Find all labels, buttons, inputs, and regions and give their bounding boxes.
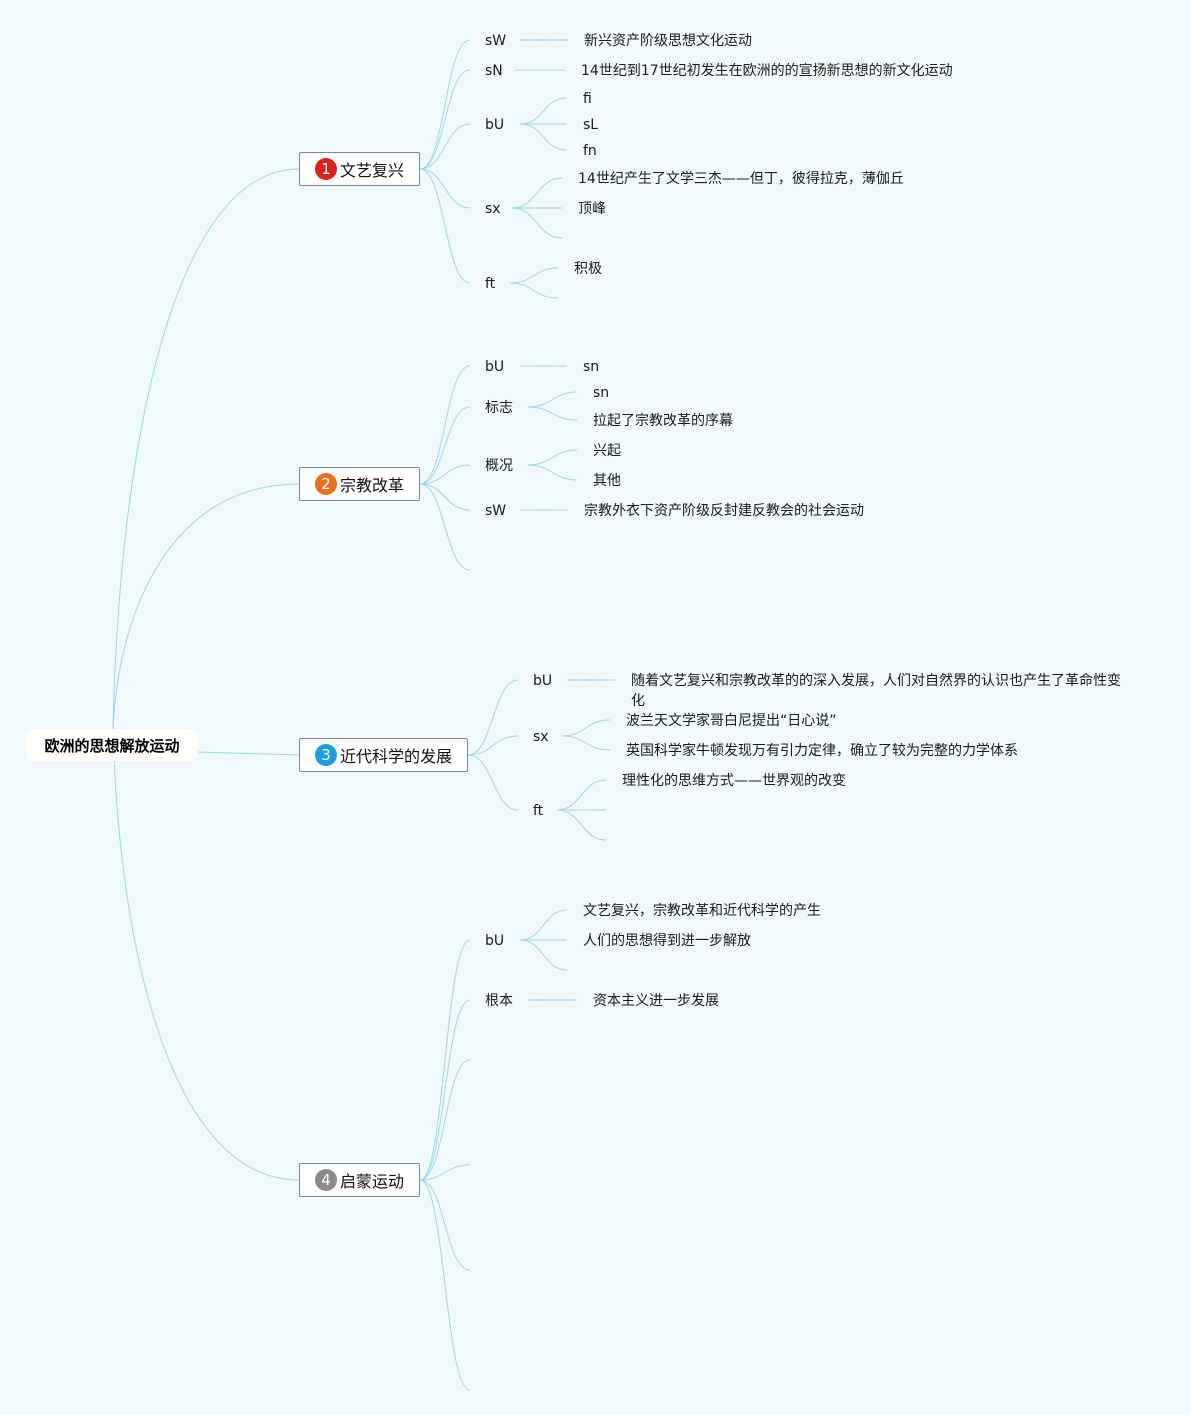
edge-topic2-sub3 [419, 464, 471, 485]
root-node[interactable]: 欧洲的思想解放运动 [26, 729, 198, 761]
leaf-node[interactable]: 新兴资产阶级思想文化运动 [584, 33, 752, 49]
leaf-node[interactable]: sn [593, 385, 610, 401]
root-label: 欧洲的思想解放运动 [44, 736, 180, 755]
subtopic-node[interactable]: ft [533, 803, 544, 819]
subtopic-node[interactable]: bU [485, 117, 505, 133]
topic-label: 启蒙运动 [340, 1172, 405, 1191]
leaf-node[interactable]: 人们的思想得到进一步解放 [583, 933, 751, 949]
edge-topic2-sub5 [419, 483, 471, 571]
leaf-node[interactable]: 资本主义进一步发展 [593, 993, 719, 1009]
subtopic-node[interactable]: bU [533, 673, 553, 689]
leaf-node[interactable]: 14世纪到17世纪初发生在欧洲的的宣扬新思想的新文化运动 [581, 63, 953, 79]
edge-root-topic-4 [112, 728, 300, 1181]
edge-topic3-sub3 [467, 754, 519, 811]
subtopic-node[interactable]: bU [485, 359, 505, 375]
edge-root-topic-1 [112, 168, 300, 730]
edge-topic3-sub3-leaf1 [556, 779, 607, 811]
edge-topic4-sub3 [419, 1059, 471, 1181]
subtopic-node[interactable]: sx [485, 201, 501, 217]
leaf-node[interactable]: 积极 [574, 261, 602, 277]
edge-topic1-sub4-leaf1 [511, 177, 563, 209]
edge-topic2-sub2-leaf1 [527, 391, 578, 408]
leaf-node[interactable]: 顶峰 [578, 201, 606, 217]
edge-topic1-sub5 [419, 168, 471, 284]
edge-topic2-sub4 [419, 483, 471, 511]
leaf-node[interactable]: 其他 [593, 473, 621, 489]
leaf-node[interactable]: 随着文艺复兴和宗教改革的的深入发展，人们对自然界的认识也产生了革命性变化 [631, 673, 1121, 709]
subtopic-node[interactable]: bU [485, 933, 505, 949]
edge-topic2-sub3-leaf1 [527, 449, 578, 466]
leaf-node[interactable]: fi [583, 91, 592, 107]
number-badge-icon: 2 [315, 473, 337, 495]
edge-topic1-sub1 [419, 39, 471, 170]
subtopic-node[interactable]: sW [485, 503, 507, 519]
subtopic-node[interactable]: 根本 [485, 993, 513, 1009]
edge-topic4-sub5 [419, 1179, 471, 1271]
edge-topic2-sub2-leaf2 [527, 406, 578, 421]
edge-topic4-sub1-leaf3 [519, 939, 568, 971]
edge-root-topic-2 [112, 483, 300, 730]
topic-label: 近代科学的发展 [340, 747, 453, 766]
edge-topic1-sub3 [419, 123, 471, 170]
number-badge-icon: 1 [315, 158, 337, 180]
edge-root-topic-3 [197, 751, 300, 756]
leaf-node[interactable]: 理性化的思维方式——世界观的改变 [622, 773, 846, 789]
edge-topic3-sub2 [467, 735, 519, 756]
edge-topic2-sub3-leaf2 [527, 464, 578, 481]
leaf-node[interactable]: 14世纪产生了文学三杰——但丁，彼得拉克，薄伽丘 [578, 171, 904, 187]
number-badge-icon: 4 [315, 1169, 337, 1191]
leaf-node[interactable]: sn [583, 359, 600, 375]
edge-topic1-sub3-leaf1 [519, 97, 568, 125]
leaf-node[interactable]: fn [583, 143, 597, 159]
leaf-node[interactable]: 兴起 [593, 443, 621, 459]
leaf-node[interactable]: sL [583, 117, 599, 133]
edge-topic2-sub1 [419, 365, 471, 485]
subtopic-node[interactable]: sN [485, 63, 503, 79]
subtopic-node[interactable]: sx [533, 729, 549, 745]
edge-topic1-sub2 [419, 69, 471, 170]
edge-topic3-sub1 [467, 679, 519, 756]
edge-topic4-sub4 [419, 1164, 471, 1181]
edge-topic3-sub3-leaf3 [556, 809, 607, 841]
leaf-node[interactable]: 英国科学家牛顿发现万有引力定律，确立了较为完整的力学体系 [626, 743, 1018, 759]
edge-topic2-sub2 [419, 406, 471, 485]
subtopic-node[interactable]: sW [485, 33, 507, 49]
leaf-node[interactable]: 波兰天文学家哥白尼提出“日心说” [626, 713, 837, 729]
subtopic-node[interactable]: 概况 [485, 458, 513, 474]
edge-topic4-sub2 [419, 999, 471, 1181]
edge-topic3-sub2-leaf1 [561, 719, 611, 737]
edge-topic4-sub1-leaf1 [519, 909, 568, 941]
number-badge-icon: 3 [315, 744, 337, 766]
leaf-node[interactable]: 宗教外衣下资产阶级反封建反教会的社会运动 [584, 503, 864, 519]
edge-topic1-sub4 [419, 168, 471, 209]
edge-topic1-sub3-leaf3 [519, 123, 568, 151]
leaf-node[interactable]: 拉起了宗教改革的序幕 [593, 413, 733, 429]
topic-label: 文艺复兴 [340, 161, 405, 180]
subtopic-node[interactable]: 标志 [485, 400, 513, 416]
topic-label: 宗教改革 [340, 476, 405, 495]
edge-topic4-sub1 [419, 939, 471, 1181]
leaf-node[interactable]: 文艺复兴，宗教改革和近代科学的产生 [583, 903, 821, 919]
edge-topic1-sub4-leaf3 [511, 207, 563, 239]
edge-topic1-sub5-leaf1 [509, 267, 559, 284]
edge-topic3-sub2-leaf2 [561, 735, 611, 751]
edge-topic1-sub5-leaf2 [509, 282, 559, 299]
subtopic-node[interactable]: ft [485, 276, 496, 292]
edge-topic4-sub6 [419, 1179, 471, 1391]
